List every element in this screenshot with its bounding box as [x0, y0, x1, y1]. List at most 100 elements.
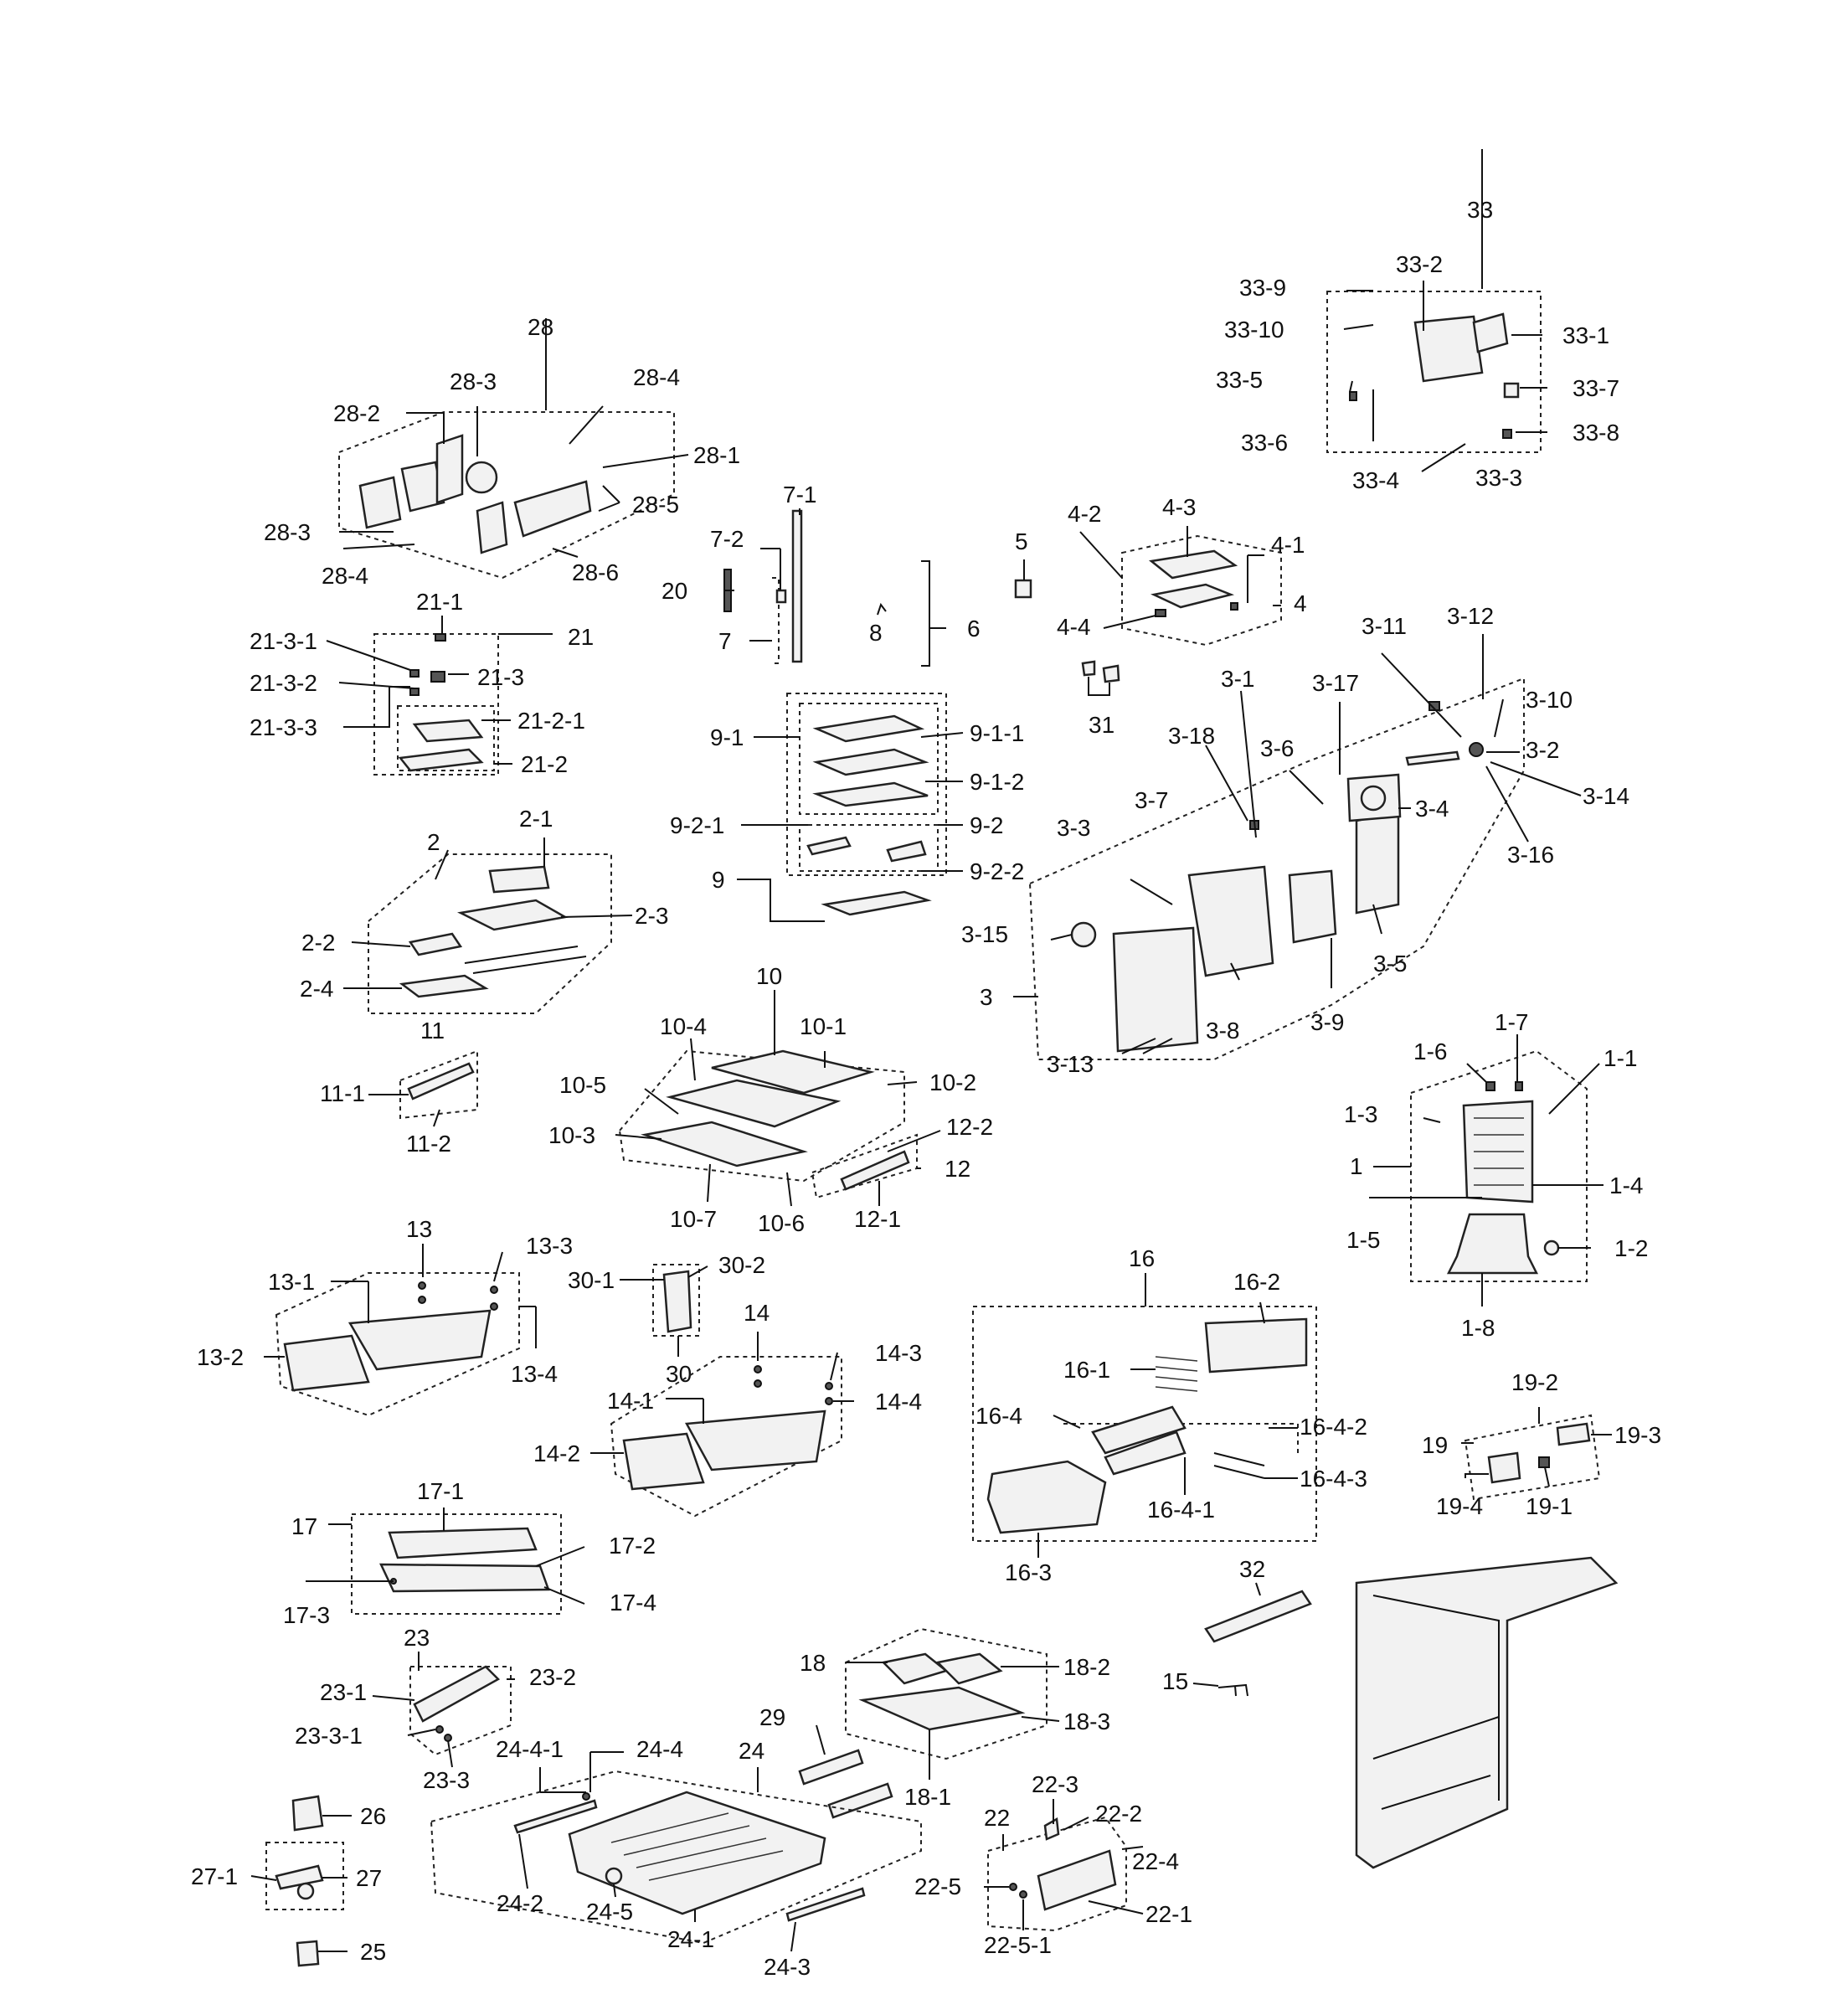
label-2-1: 2-1 — [519, 806, 553, 832]
part-19-3 — [1556, 1422, 1591, 1446]
label-3-4: 3-4 — [1415, 796, 1449, 822]
part-22-3 — [1043, 1817, 1060, 1841]
part-7-1 — [791, 509, 803, 663]
label-9-1: 9-1 — [710, 724, 744, 750]
label-3-3: 3-3 — [1057, 815, 1090, 841]
label-33-6: 33-6 — [1241, 430, 1288, 456]
part-12-1 — [840, 1150, 910, 1191]
group-cabinet: 32 15 — [1162, 1556, 1619, 1869]
label-12-2: 12-2 — [946, 1114, 993, 1140]
part-18-panel1 — [881, 1652, 949, 1685]
part-9-1-1 — [812, 748, 929, 776]
group-16-outline — [972, 1306, 1317, 1542]
part-14-2 — [622, 1432, 705, 1491]
group-16: 16 16-2 16-1 16-4 16-4-2 16-4-3 16-4-1 1… — [972, 1245, 1367, 1585]
part-7-2 — [775, 589, 787, 604]
group-9: 9-1 9-1-1 9-1-2 9-2-1 9-2 9-2-2 9 — [670, 693, 1024, 922]
label-33-10: 33-10 — [1224, 317, 1284, 343]
part-1-8 — [1446, 1213, 1539, 1275]
label-7-1: 7-1 — [783, 482, 816, 508]
part-6 — [921, 560, 930, 667]
label-22: 22 — [984, 1805, 1010, 1831]
group-2-outline — [368, 853, 612, 1014]
label-22-4: 22-4 — [1132, 1848, 1179, 1874]
label-12-1: 12-1 — [854, 1206, 901, 1232]
label-21-1: 21-1 — [416, 589, 463, 615]
group-33: 33 33-2 33-9 33-10 33-1 33-5 33-7 33-8 3… — [1216, 149, 1619, 493]
label-1-2: 1-2 — [1614, 1235, 1648, 1261]
label-14-3: 14-3 — [875, 1340, 922, 1366]
label-11-2: 11-2 — [406, 1131, 451, 1157]
label-1-8: 1-8 — [1461, 1315, 1495, 1341]
part-3-5 — [1355, 811, 1400, 915]
part-30-filter — [662, 1270, 692, 1333]
part-13-3 — [490, 1286, 498, 1294]
label-14-1: 14-1 — [607, 1388, 654, 1414]
label-10-5: 10-5 — [559, 1072, 606, 1098]
label-24-4-1: 24-4-1 — [496, 1736, 564, 1762]
label-17-1: 17-1 — [417, 1478, 464, 1504]
label-3-15: 3-15 — [961, 921, 1008, 947]
label-28-1: 28-1 — [693, 442, 740, 468]
label-3-2: 3-2 — [1526, 737, 1559, 763]
part-21-3-2 — [409, 688, 420, 696]
label-16-2: 16-2 — [1233, 1269, 1280, 1295]
part-13-2 — [283, 1334, 370, 1392]
label-10: 10 — [756, 963, 782, 989]
group-30-outline — [652, 1264, 700, 1337]
label-3-13: 3-13 — [1047, 1051, 1094, 1077]
label-16-4-2: 16-4-2 — [1300, 1414, 1367, 1440]
part-1-7 — [1515, 1081, 1523, 1091]
label-9-2: 9-2 — [970, 812, 1003, 838]
label-10-7: 10-7 — [670, 1206, 717, 1232]
label-23-3-1: 23-3-1 — [295, 1723, 363, 1749]
label-18-3: 18-3 — [1063, 1708, 1110, 1734]
label-7-2: 7-2 — [710, 526, 744, 552]
label-2-4: 2-4 — [300, 976, 333, 1002]
label-9-1-1: 9-1-1 — [970, 720, 1024, 746]
label-14: 14 — [744, 1300, 770, 1326]
label-25: 25 — [360, 1939, 386, 1965]
part-21-2 — [398, 748, 484, 772]
group-1: 1-7 1-6 1-1 1-3 1 1-4 1-5 1-2 1-8 — [1344, 1009, 1648, 1341]
part-11-1 — [407, 1062, 475, 1100]
label-24-5: 24-5 — [586, 1899, 633, 1925]
part-13-4 — [490, 1302, 498, 1311]
part-21-3-1 — [409, 669, 420, 678]
part-28-cover — [400, 461, 445, 513]
label-4-3: 4-3 — [1162, 494, 1196, 520]
part-9-2-1 — [806, 836, 852, 856]
group-7-outline — [772, 577, 780, 664]
label-3-16: 3-16 — [1507, 842, 1554, 868]
label-21: 21 — [568, 624, 594, 650]
part-3-trim — [1405, 750, 1460, 766]
label-13-1: 13-1 — [268, 1269, 315, 1295]
label-9: 9 — [712, 867, 725, 893]
label-1-7: 1-7 — [1495, 1009, 1528, 1035]
part-9-shelf — [821, 890, 932, 916]
label-14-2: 14-2 — [533, 1440, 580, 1466]
part-2-frame — [464, 946, 587, 974]
part-24-4-1 — [582, 1792, 590, 1801]
part-25 — [296, 1940, 320, 1967]
label-10-2: 10-2 — [929, 1069, 976, 1095]
part-22-5-1 — [1019, 1890, 1027, 1899]
part-2-4 — [399, 974, 489, 998]
label-19-2: 19-2 — [1511, 1369, 1558, 1395]
label-33-9: 33-9 — [1239, 275, 1286, 301]
part-1-4-grill — [1474, 1117, 1524, 1186]
label-13: 13 — [406, 1216, 432, 1242]
label-22-5: 22-5 — [914, 1873, 961, 1899]
part-27-nut — [296, 1882, 315, 1900]
part-33-3 — [1502, 429, 1512, 439]
label-23-1: 23-1 — [320, 1679, 367, 1705]
label-33-2: 33-2 — [1396, 251, 1443, 277]
part-23-1 — [413, 1665, 501, 1723]
label-3-14: 3-14 — [1583, 783, 1629, 809]
part-22-5 — [1009, 1883, 1017, 1891]
label-33: 33 — [1467, 197, 1493, 223]
label-33-8: 33-8 — [1573, 420, 1619, 446]
label-1-5: 1-5 — [1346, 1227, 1380, 1253]
part-31b — [1102, 664, 1120, 683]
cabinet-interior — [1372, 1595, 1500, 1810]
